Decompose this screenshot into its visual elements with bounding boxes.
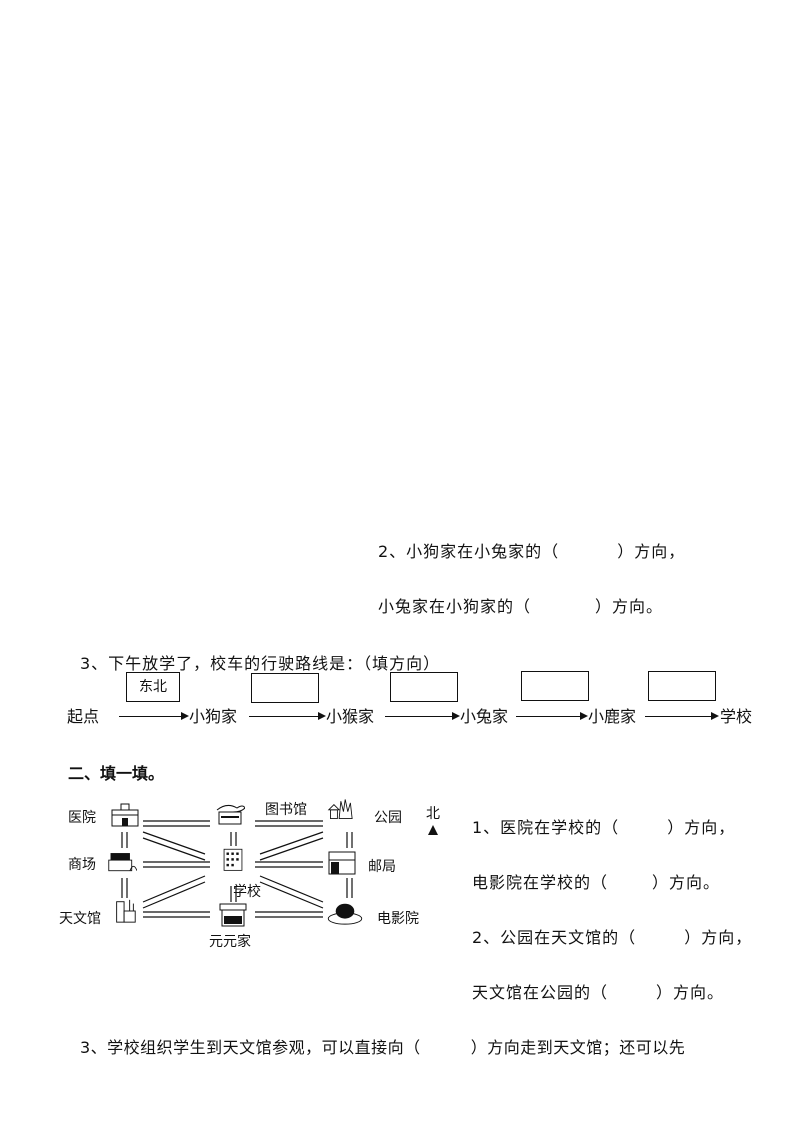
- library-icon: [216, 804, 245, 825]
- route-stop: 小猴家: [326, 707, 375, 726]
- question-text: ）方向，: [667, 818, 736, 837]
- part2-question-1-line-1: 1、医院在学校的（ ）方向，: [472, 814, 735, 838]
- map-label-yuanyuan-home: 元元家: [209, 934, 251, 950]
- question-text: 2、小狗家在小兔家的（: [378, 542, 560, 561]
- question-2-line-2: 小兔家在小狗家的（ ）方向。: [378, 593, 663, 617]
- map-label-library: 图书馆: [265, 802, 307, 818]
- route-stop: 小鹿家: [588, 707, 637, 726]
- map-label-park: 公园: [374, 810, 402, 826]
- map-label-planetarium: 天文馆: [59, 911, 101, 927]
- direction-map: 医院 图书馆 公园 北 商场 邮局 学校 天文馆 电影院 元元家: [55, 790, 455, 960]
- question-text: ）方向。: [656, 983, 725, 1002]
- route-answer-box[interactable]: [251, 673, 319, 703]
- question-text: 1、医院在学校的（: [472, 818, 620, 837]
- north-arrow-icon: [428, 825, 438, 835]
- section-title: 二、填一填。: [68, 764, 165, 783]
- question-text: 小兔家在小狗家的（: [378, 597, 532, 616]
- part2-question-1-line-2: 电影院在学校的（ ）方向。: [472, 869, 720, 893]
- route-arrow: [516, 712, 588, 720]
- post-office-icon: [328, 851, 356, 875]
- question-text: 天文馆在公园的（: [472, 983, 609, 1002]
- map-label-north: 北: [426, 806, 440, 822]
- planetarium-icon: [116, 899, 136, 923]
- school-icon: [223, 848, 243, 871]
- hospital-icon: [111, 803, 139, 827]
- route-stop-end: 学校: [720, 707, 753, 726]
- question-2-line-1: 2、小狗家在小兔家的（ ）方向，: [378, 538, 685, 562]
- question-text: ）方向走到天文馆；还可以先: [470, 1038, 686, 1057]
- question-3-title: 3、下午放学了，校车的行驶路线是：（填方向）: [80, 654, 441, 673]
- map-label-post-office: 邮局: [368, 859, 396, 875]
- mall-icon: [108, 853, 137, 872]
- part2-question-2-line-2: 天文馆在公园的（ ）方向。: [472, 979, 724, 1003]
- question-text: 2、公园在天文馆的（: [472, 928, 637, 947]
- route-answer-box[interactable]: [521, 671, 589, 701]
- route-answer-box[interactable]: 东北: [126, 672, 180, 702]
- part2-question-3: 3、学校组织学生到天文馆参观，可以直接向（ ）方向走到天文馆；还可以先: [80, 1034, 685, 1058]
- question-text: ）方向，: [617, 542, 686, 561]
- route-arrow: [645, 712, 719, 720]
- route-stop: 小狗家: [189, 707, 238, 726]
- question-text: 电影院在学校的（: [472, 873, 609, 892]
- question-text: ）方向。: [595, 597, 664, 616]
- route-arrow: [249, 712, 326, 720]
- route-answer-box[interactable]: [648, 671, 716, 701]
- route-stop: 小兔家: [460, 707, 509, 726]
- map-label-hospital: 医院: [68, 810, 96, 826]
- question-text: 3、学校组织学生到天文馆参观，可以直接向（: [80, 1038, 421, 1057]
- cinema-icon: [327, 903, 363, 925]
- map-roads: [121, 820, 438, 918]
- map-label-cinema: 电影院: [377, 911, 419, 927]
- route-arrow: [119, 712, 189, 720]
- map-label-mall: 商场: [68, 857, 96, 873]
- route-answer-box[interactable]: [390, 672, 458, 702]
- yuanyuan-home-icon: [219, 903, 247, 927]
- part2-question-2-line-1: 2、公园在天文馆的（ ）方向，: [472, 924, 752, 948]
- park-icon: [327, 799, 353, 819]
- route-arrow: [385, 712, 460, 720]
- question-text: ）方向，: [684, 928, 753, 947]
- route-stop-start: 起点: [67, 707, 100, 726]
- question-text: ）方向。: [652, 873, 721, 892]
- map-label-school: 学校: [233, 884, 261, 900]
